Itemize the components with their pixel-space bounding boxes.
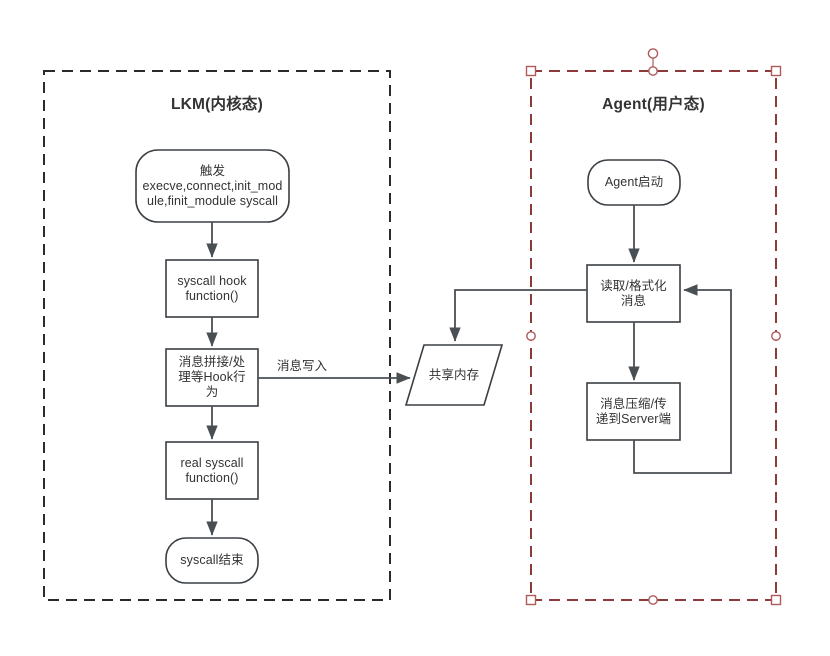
node-real-syscall[interactable] — [166, 442, 258, 499]
container-lkm-border[interactable] — [43, 70, 391, 601]
node-shared-memory-shape[interactable] — [404, 344, 504, 406]
node-read-format-message[interactable] — [587, 265, 680, 322]
node-syscall-hook[interactable] — [166, 260, 258, 317]
node-syscall-end-shape[interactable] — [165, 537, 259, 584]
node-message-hook-behavior[interactable] — [166, 349, 258, 406]
selection-handle-left[interactable] — [526, 331, 536, 341]
selection-handle-bottom[interactable] — [648, 595, 658, 605]
node-message-hook-behavior-shape[interactable] — [165, 348, 259, 407]
selection-handle-bottom-right[interactable] — [770, 594, 782, 606]
container-title-agent: Agent(用户态) — [602, 96, 705, 113]
container-title-lkm: LKM(内核态) — [171, 96, 263, 113]
node-shared-memory[interactable] — [406, 345, 502, 405]
rotate-handle-icon[interactable] — [647, 48, 659, 59]
container-agent-border[interactable] — [530, 70, 777, 601]
node-read-format-message-shape[interactable] — [586, 264, 681, 323]
selection-handle-right[interactable] — [771, 331, 781, 341]
node-trigger[interactable] — [136, 150, 289, 222]
node-agent-start[interactable] — [588, 160, 680, 205]
selection-handle-top-left[interactable] — [525, 65, 537, 77]
node-compress-send-server[interactable] — [587, 383, 680, 440]
edge-label-write-message: 消息写入 — [276, 359, 327, 373]
selection-handle-top-right[interactable] — [770, 65, 782, 77]
selection-handle-bottom-left[interactable] — [525, 594, 537, 606]
node-syscall-hook-shape[interactable] — [165, 259, 259, 318]
node-real-syscall-shape[interactable] — [165, 441, 259, 500]
edge-compress-to-read-loop — [633, 284, 732, 474]
edge-read-to-shared-memory — [449, 289, 587, 342]
node-syscall-end[interactable] — [166, 538, 258, 583]
selection-handle-top[interactable] — [648, 66, 658, 76]
